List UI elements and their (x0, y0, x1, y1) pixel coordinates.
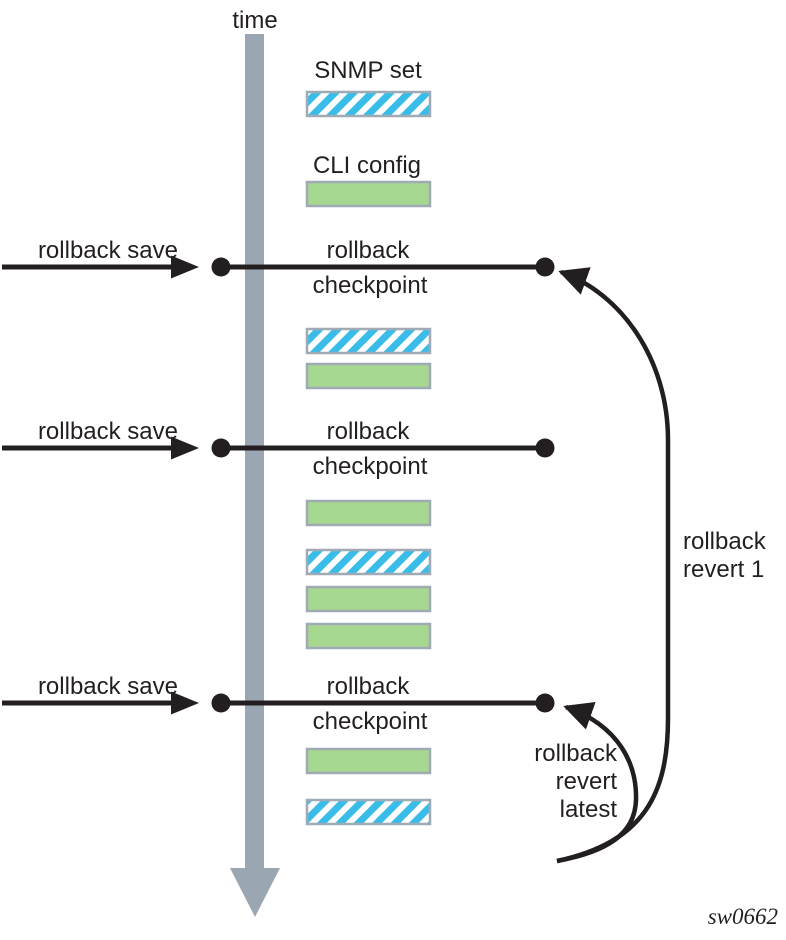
rollback-revert-latest-arrow (556, 701, 639, 864)
revert-1-label-line-1: rollback (683, 528, 767, 555)
cli-config-box (305, 180, 432, 208)
rollback-save-label: rollback save (38, 418, 178, 445)
checkpoint-label-bottom: checkpoint (313, 272, 428, 299)
time-axis-shaft (245, 34, 264, 872)
cli-config-box (305, 499, 432, 527)
figure-id-label: sw0662 (708, 904, 778, 929)
checkpoint-label-bottom: checkpoint (313, 453, 428, 480)
revert-latest-label-line-1: rollback (534, 740, 618, 767)
checkpoint-2-group: rollback save rollback checkpoint (2, 418, 555, 480)
checkpoint-end-dot (535, 438, 555, 458)
rollback-save-arrowhead-icon (171, 255, 199, 279)
cli-config-box (305, 747, 432, 775)
cli-config-box (305, 362, 432, 390)
snmp-set-box (305, 327, 432, 355)
rollback-save-arrowhead-icon (171, 691, 199, 715)
time-axis-label: time (232, 7, 277, 34)
checkpoint-label-top: rollback (327, 418, 411, 445)
checkpoint-end-dot (535, 693, 555, 713)
rollback-save-label: rollback save (38, 673, 178, 700)
rollback-save-label: rollback save (38, 237, 178, 264)
checkpoint-3-group: rollback save rollback checkpoint (2, 673, 555, 735)
snmp-set-box (305, 90, 432, 118)
time-axis-arrowhead-icon (230, 868, 280, 917)
snmp-set-box (305, 548, 432, 576)
checkpoint-label-bottom: checkpoint (313, 708, 428, 735)
legend-snmp-label: SNMP set (314, 57, 422, 84)
revert-1-label-line-2: revert 1 (683, 556, 764, 583)
checkpoint-label-top: rollback (327, 237, 411, 264)
snmp-set-box (305, 798, 432, 826)
rollback-save-arrowhead-icon (171, 436, 199, 460)
legend-cli-label: CLI config (313, 152, 421, 179)
cli-config-box (305, 622, 432, 650)
checkpoint-label-top: rollback (327, 673, 411, 700)
cli-config-box (305, 585, 432, 613)
checkpoint-1-group: rollback save rollback checkpoint (2, 237, 555, 299)
revert-latest-label-line-2: revert (556, 768, 618, 795)
revert-latest-label-line-3: latest (560, 796, 618, 823)
checkpoint-end-dot (535, 257, 555, 277)
